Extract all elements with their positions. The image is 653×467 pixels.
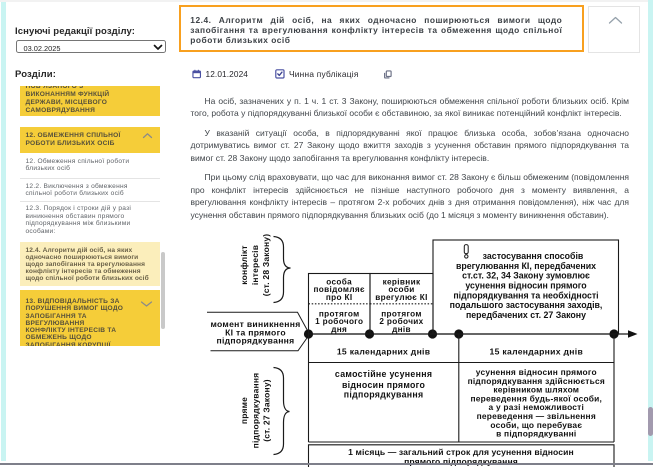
svg-text:подальшого застосування заході: подальшого застосування заходів,	[450, 300, 603, 310]
svg-text:підпорядкування здійснюється: підпорядкування здійснюється	[468, 376, 605, 386]
svg-text:підпорядкування: підпорядкування	[344, 389, 424, 399]
svg-text:прямого підпорядкування: прямого підпорядкування	[404, 457, 518, 467]
svg-text:дня: дня	[331, 325, 347, 334]
svg-text:особи: особи	[388, 284, 414, 294]
svg-text:відносин прямого: відносин прямого	[342, 380, 426, 390]
svg-text:2 робочих: 2 робочих	[379, 316, 423, 326]
svg-text:врегулювання КІ, передбачених: врегулювання КІ, передбачених	[456, 261, 596, 271]
svg-text:усунення відносин прямого: усунення відносин прямого	[476, 367, 597, 377]
svg-text:повідомляє: повідомляє	[313, 285, 365, 294]
svg-text:протягом: протягом	[319, 310, 360, 319]
svg-text:(ст. 27 Закону): (ст. 27 Закону)	[262, 379, 272, 442]
svg-text:1 робочого: 1 робочого	[315, 316, 363, 326]
svg-text:КІ та прямого: КІ та прямого	[225, 327, 286, 337]
svg-text:(ст. 28 Закону): (ст. 28 Закону)	[261, 234, 271, 297]
svg-text:15 календарних днів: 15 календарних днів	[490, 347, 583, 357]
svg-text:підпорядкування: підпорядкування	[251, 373, 261, 449]
svg-text:усунення відносин прямого: усунення відносин прямого	[465, 281, 587, 291]
svg-text:особа: особа	[326, 276, 352, 286]
svg-text:особи, що перебуває: особи, що перебуває	[490, 420, 582, 430]
svg-text:переведення — звільнення: переведення — звільнення	[477, 411, 596, 421]
svg-text:момент виникнення: момент виникнення	[210, 319, 300, 329]
svg-text:ст.ст. 32, 34 Закону зумовлює: ст.ст. 32, 34 Закону зумовлює	[462, 271, 590, 281]
svg-text:конфлікт: конфлікт	[239, 245, 249, 284]
svg-text:самостійне усунення: самостійне усунення	[335, 369, 432, 379]
svg-text:врегулює КІ: врегулює КІ	[375, 293, 428, 302]
svg-text:пряме: пряме	[239, 397, 249, 424]
svg-text:керівник: керівник	[383, 277, 421, 286]
svg-text:15 календарних днів: 15 календарних днів	[337, 347, 430, 357]
svg-text:а у разі неможливості: а у разі неможливості	[489, 402, 585, 412]
svg-text:інтересів: інтересів	[250, 245, 260, 285]
svg-text:про КІ: про КІ	[326, 293, 353, 302]
svg-text:підпорядкування: підпорядкування	[216, 336, 294, 346]
svg-text:1 місяць — загальний строк для: 1 місяць — загальний строк для усунення …	[348, 447, 574, 457]
svg-text:застосування способів: застосування способів	[483, 251, 584, 261]
svg-text:підпорядкування та необхідност: підпорядкування та необхідності	[453, 290, 598, 300]
svg-text:переведення будь-якої особи,: переведення будь-якої особи,	[470, 393, 602, 403]
svg-text:передбачених ст. 27 Закону: передбачених ст. 27 Закону	[466, 310, 586, 320]
svg-text:керівником шляхом: керівником шляхом	[493, 385, 579, 395]
svg-text:протягом: протягом	[381, 310, 422, 319]
svg-text:в підпорядкуванні: в підпорядкуванні	[496, 429, 576, 439]
svg-text:днів: днів	[392, 325, 411, 334]
